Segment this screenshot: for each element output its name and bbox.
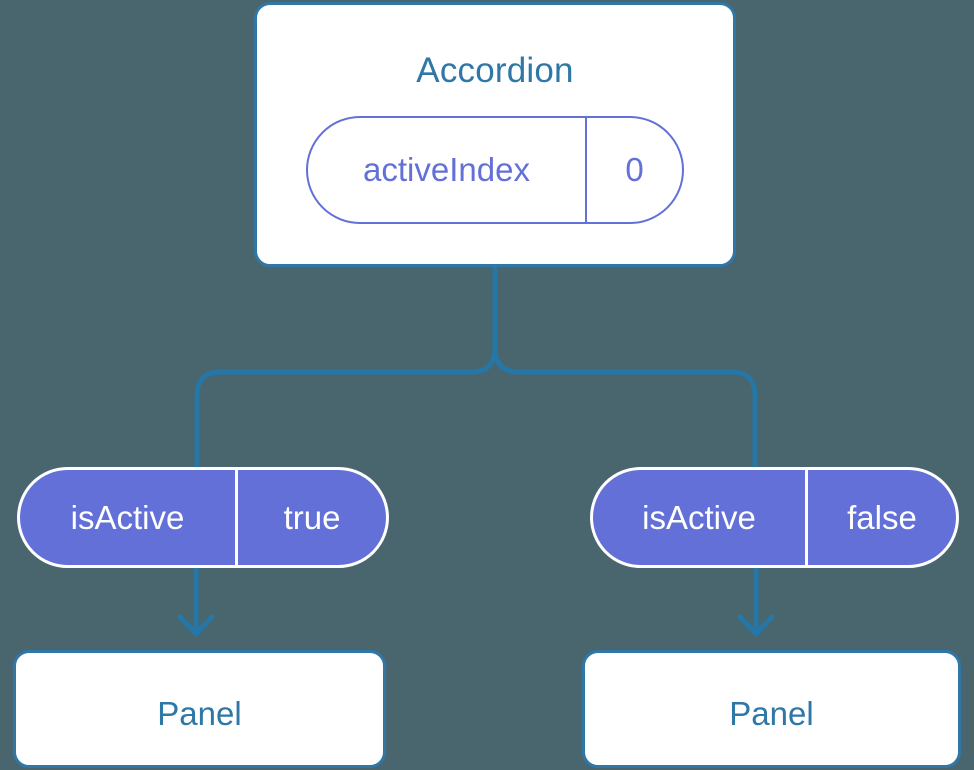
prop-key-active-index: activeIndex [363,151,530,188]
accordion-component-title: Accordion [416,51,574,90]
tree-connector-path-right [492,264,758,473]
panel-component-card-right[interactable]: Panel [582,650,961,768]
panel-component-card-left[interactable]: Panel [13,650,386,768]
arrow-head-right [737,614,775,637]
prop-chip-active-index[interactable]: activeIndex 0 [306,116,684,224]
prop-chip-is-active-left[interactable]: isActive true [17,467,389,568]
arrow-head-left [177,614,215,637]
prop-value-is-active-left: true [235,470,386,565]
panel-component-title-left: Panel [157,695,242,732]
prop-value-is-active-right: false [805,470,956,565]
prop-key-is-active-right: isActive [642,498,756,536]
panel-component-title-right: Panel [729,695,814,732]
prop-chip-is-active-right[interactable]: isActive false [590,467,959,568]
prop-key-is-active-left: isActive [70,498,185,536]
prop-value-active-index: 0 [585,118,682,222]
tree-connector-path [194,264,498,473]
